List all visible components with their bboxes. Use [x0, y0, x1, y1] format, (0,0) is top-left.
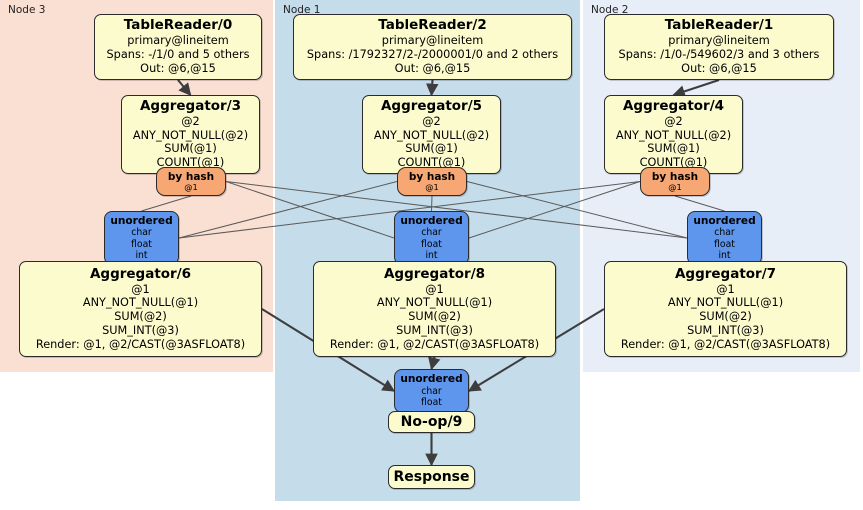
node-title-unordered7: unordered	[693, 214, 756, 227]
node-title-aggregator8: Aggregator/8	[383, 265, 486, 282]
node-title-unordered6: unordered	[110, 214, 173, 227]
node-noop9[interactable]: No-op/9	[388, 411, 475, 433]
node-detail-aggregator5-3: COUNT(@1)	[397, 156, 466, 170]
node-detail-aggregator4-1: ANY_NOT_NULL(@2)	[615, 128, 732, 142]
node-detail-aggregator8-1: ANY_NOT_NULL(@1)	[376, 296, 493, 310]
node-detail-aggregator5-2: SUM(@1)	[405, 142, 458, 156]
node-byhash4[interactable]: by hash@1	[640, 167, 710, 196]
node-detail-aggregator8-2: SUM(@2)	[408, 310, 461, 324]
node-detail-aggregator6-2: SUM(@2)	[114, 310, 167, 324]
node-detail-unordered6-2: int	[135, 250, 148, 262]
node-byhash5[interactable]: by hash@1	[397, 167, 467, 196]
cluster-label-node2: Node 2	[591, 4, 629, 16]
node-detail-aggregator3-1: ANY_NOT_NULL(@2)	[132, 128, 249, 142]
cluster-label-node1: Node 1	[283, 4, 321, 16]
node-detail-aggregator3-0: @2	[181, 114, 200, 128]
node-detail-unordered9-1: float	[421, 397, 442, 409]
node-title-aggregator5: Aggregator/5	[380, 97, 483, 114]
node-detail-byhash4-0: @1	[668, 181, 682, 192]
node-detail-unordered6-1: float	[131, 238, 152, 250]
node-detail-aggregator4-0: @2	[664, 114, 683, 128]
node-detail-tablereader0-2: Out: @6,@15	[140, 61, 216, 75]
node-detail-tablereader2-0: primary@lineitem	[381, 34, 484, 48]
node-title-byhash5: by hash	[408, 170, 456, 183]
node-detail-aggregator6-0: @1	[131, 282, 150, 296]
node-title-byhash4: by hash	[651, 170, 699, 183]
node-detail-aggregator8-0: @1	[425, 282, 444, 296]
node-detail-aggregator7-0: @1	[716, 282, 735, 296]
node-detail-aggregator4-2: SUM(@1)	[647, 142, 700, 156]
node-byhash3[interactable]: by hash@1	[156, 167, 226, 196]
node-detail-unordered8-2: int	[425, 250, 438, 262]
node-detail-aggregator5-1: ANY_NOT_NULL(@2)	[373, 128, 490, 142]
node-title-unordered8: unordered	[400, 214, 463, 227]
node-title-aggregator7: Aggregator/7	[674, 265, 777, 282]
node-detail-unordered7-0: char	[714, 227, 735, 239]
node-detail-aggregator7-3: SUM_INT(@3)	[687, 323, 764, 337]
node-detail-unordered8-1: float	[421, 238, 442, 250]
node-detail-tablereader0-0: primary@lineitem	[127, 34, 229, 48]
node-title-unordered9: unordered	[400, 373, 463, 386]
node-detail-tablereader1-1: Spans: /1/0-/549602/3 and 3 others	[618, 48, 820, 62]
node-title-tablereader1: TableReader/1	[664, 17, 774, 34]
node-detail-unordered9-0: char	[421, 386, 442, 398]
node-detail-byhash3-0: @1	[184, 181, 198, 192]
node-detail-tablereader1-2: Out: @6,@15	[681, 61, 757, 75]
node-title-noop9: No-op/9	[400, 414, 463, 430]
node-detail-aggregator3-3: COUNT(@1)	[156, 156, 225, 170]
node-title-tablereader0: TableReader/0	[123, 17, 233, 34]
node-detail-aggregator6-3: SUM_INT(@3)	[102, 323, 179, 337]
node-detail-aggregator6-1: ANY_NOT_NULL(@1)	[82, 296, 199, 310]
node-detail-aggregator3-2: SUM(@1)	[164, 142, 217, 156]
cluster-label-node3: Node 3	[8, 4, 46, 16]
node-title-byhash3: by hash	[167, 170, 215, 183]
node-detail-byhash5-0: @1	[425, 181, 439, 192]
node-response[interactable]: Response	[388, 465, 475, 489]
node-title-aggregator6: Aggregator/6	[89, 265, 192, 282]
node-detail-aggregator5-0: @2	[422, 114, 441, 128]
node-detail-aggregator4-3: COUNT(@1)	[639, 156, 708, 170]
node-detail-unordered7-1: float	[714, 238, 735, 250]
node-title-aggregator3: Aggregator/3	[139, 97, 242, 114]
node-detail-unordered6-0: char	[131, 227, 152, 239]
node-detail-unordered7-2: int	[718, 250, 731, 262]
node-detail-aggregator7-1: ANY_NOT_NULL(@1)	[667, 296, 784, 310]
node-detail-aggregator7-2: SUM(@2)	[699, 310, 752, 324]
node-detail-tablereader1-0: primary@lineitem	[668, 34, 770, 48]
node-detail-aggregator6-4: Render: @1, @2/CAST(@3ASFLOAT8)	[35, 337, 246, 351]
node-title-aggregator4: Aggregator/4	[622, 97, 725, 114]
node-detail-aggregator8-3: SUM_INT(@3)	[396, 323, 473, 337]
node-detail-tablereader0-1: Spans: -/1/0 and 5 others	[106, 48, 250, 62]
node-detail-aggregator7-4: Render: @1, @2/CAST(@3ASFLOAT8)	[620, 337, 831, 351]
node-detail-tablereader2-2: Out: @6,@15	[394, 61, 471, 75]
node-title-tablereader2: TableReader/2	[378, 17, 487, 34]
node-title-response: Response	[393, 469, 470, 485]
node-detail-tablereader2-1: Spans: /1792327/2-/2000001/0 and 2 other…	[306, 48, 559, 62]
node-detail-unordered8-0: char	[421, 227, 442, 239]
node-detail-aggregator8-4: Render: @1, @2/CAST(@3ASFLOAT8)	[329, 337, 540, 351]
